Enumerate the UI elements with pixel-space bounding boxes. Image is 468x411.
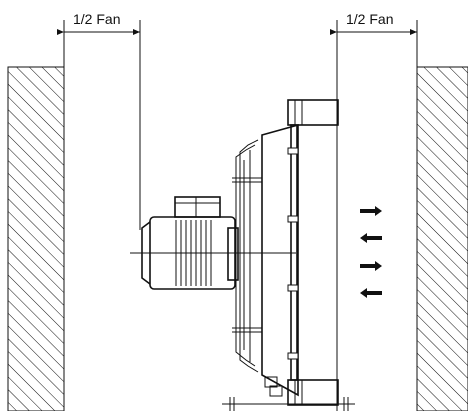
- left-wall: [7, 66, 65, 411]
- left-dimension-label: 1/2 Fan: [73, 11, 120, 27]
- airflow-arrow-right: [360, 206, 382, 216]
- airflow-arrow-left: [360, 288, 382, 298]
- motor: [130, 196, 296, 290]
- drain-fitting: [264, 376, 283, 397]
- base-frame: [222, 397, 355, 411]
- airflow-arrow-right: [360, 261, 382, 271]
- airflow-arrow-left: [360, 233, 382, 243]
- right-wall: [416, 66, 468, 411]
- airflow-arrows: [360, 206, 382, 298]
- right-dimension-label: 1/2 Fan: [346, 11, 393, 27]
- fan-housing: [261, 99, 339, 406]
- fan-guard: [232, 139, 262, 373]
